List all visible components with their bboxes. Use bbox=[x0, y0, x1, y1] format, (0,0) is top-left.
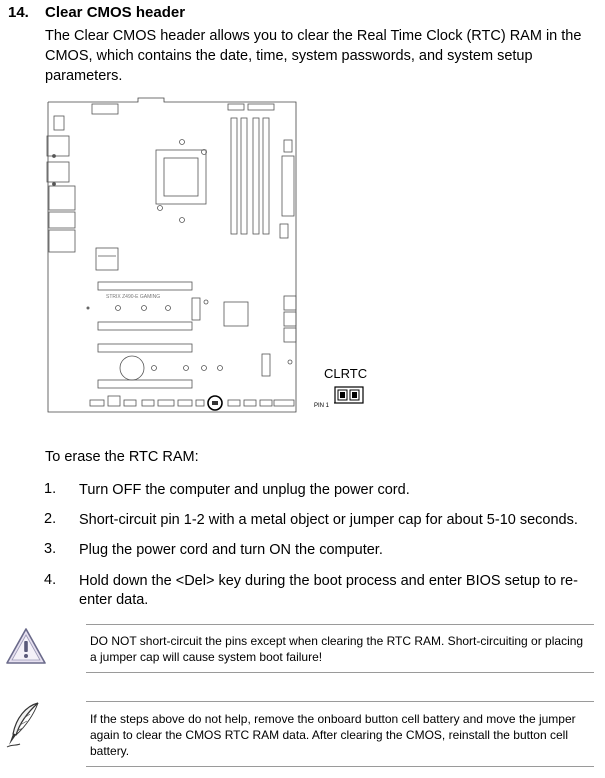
step-number: 3. bbox=[44, 541, 57, 557]
section-intro: The Clear CMOS header allows you to clea… bbox=[45, 28, 582, 84]
clrtc-header-pins bbox=[334, 386, 364, 404]
step-text: Plug the power cord and turn ON the comp… bbox=[79, 542, 383, 558]
note-divider bbox=[86, 672, 594, 673]
tip-note: If the steps above do not help, remove t… bbox=[90, 712, 576, 758]
step-text: Hold down the <Del> key during the boot … bbox=[79, 573, 578, 608]
pin1-label: PIN 1 bbox=[314, 403, 330, 409]
note-divider bbox=[86, 701, 594, 702]
section-title: Clear CMOS header bbox=[45, 4, 186, 21]
section-number: 14. bbox=[8, 4, 29, 21]
note-divider bbox=[86, 624, 594, 625]
step-text: Turn OFF the computer and unplug the pow… bbox=[79, 482, 410, 498]
step-text: Short-circuit pin 1-2 with a metal objec… bbox=[79, 512, 578, 528]
warning-note: DO NOT short-circuit the pins except whe… bbox=[90, 634, 584, 664]
erase-lead: To erase the RTC RAM: bbox=[45, 449, 199, 465]
feather-pen-icon bbox=[6, 702, 39, 748]
clrtc-label: CLRTC bbox=[324, 366, 368, 381]
step-number: 2. bbox=[44, 511, 57, 527]
step-number: 1. bbox=[44, 481, 57, 497]
step-number: 4. bbox=[44, 572, 57, 588]
warning-triangle-icon bbox=[6, 628, 46, 664]
motherboard-diagram: STRIX Z490-E GAMING bbox=[46, 97, 297, 413]
note-divider bbox=[86, 766, 594, 767]
board-model-label: STRIX Z490-E GAMING bbox=[106, 294, 160, 300]
